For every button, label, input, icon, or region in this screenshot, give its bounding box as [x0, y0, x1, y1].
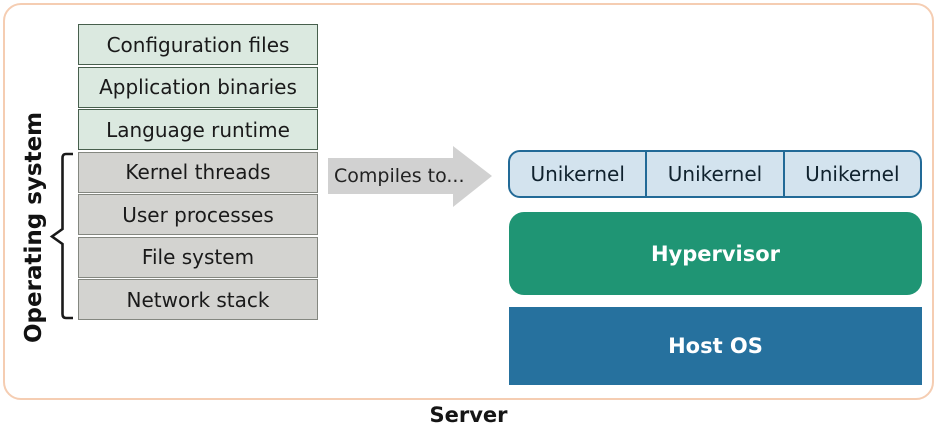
stack-box-label: Language runtime	[106, 117, 290, 142]
host-os-label: Host OS	[668, 334, 763, 358]
compiles-to-label: Compiles to...	[334, 165, 465, 187]
os-brace	[49, 152, 73, 320]
unikernel-label: Unikernel	[530, 162, 625, 186]
stack-box-language-runtime: Language runtime	[78, 109, 318, 150]
stack-box-label: Application binaries	[99, 75, 297, 99]
hypervisor-label: Hypervisor	[650, 241, 781, 266]
stack-box-file-system: File system	[78, 236, 318, 278]
unikernel-box-3: Unikernel	[782, 152, 920, 196]
hypervisor-box: Hypervisor	[509, 212, 922, 295]
unikernel-row: Unikernel Unikernel Unikernel	[508, 150, 922, 198]
compiles-to-arrow-icon	[328, 146, 492, 207]
stack-box-label: User processes	[122, 202, 274, 227]
stack-box-kernel-threads: Kernel threads	[78, 151, 318, 193]
server-label: Server	[429, 403, 508, 427]
stack-box-label: Network stack	[126, 287, 270, 312]
stack-box-label: Kernel threads	[125, 160, 271, 184]
stack-box-user-processes: User processes	[78, 194, 318, 235]
stack-box-label: Configuration files	[106, 32, 290, 57]
stack-box-application-binaries: Application binaries	[78, 66, 318, 108]
unikernel-label: Unikernel	[805, 162, 900, 186]
host-os-box: Host OS	[509, 307, 922, 385]
unikernel-label: Unikernel	[667, 162, 763, 186]
stack-box-network-stack: Network stack	[78, 279, 318, 320]
stack-box-configuration-files: Configuration files	[78, 24, 318, 65]
stack-box-label: File system	[141, 245, 255, 269]
operating-system-label: Operating system	[21, 111, 47, 343]
unikernel-box-2: Unikernel	[645, 152, 782, 196]
unikernel-box-1: Unikernel	[510, 152, 645, 196]
server-frame: Operating system Configuration files App…	[3, 3, 934, 400]
